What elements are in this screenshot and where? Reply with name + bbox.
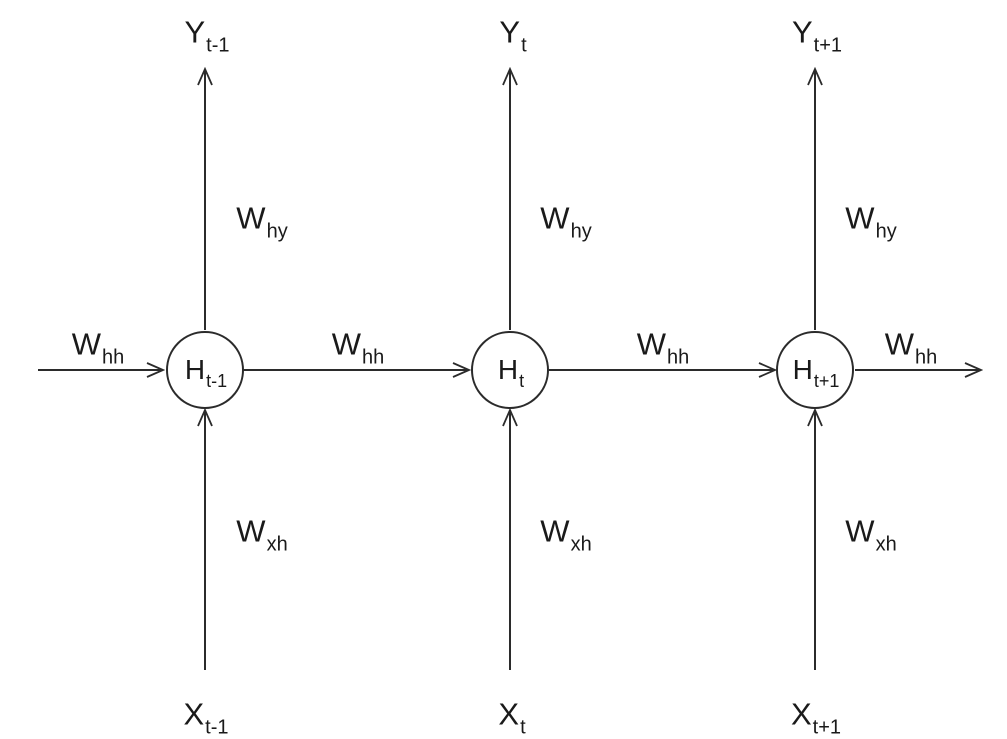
weight-hh-label-3-base: W [636,326,667,362]
weight-xh-label-3: Wxh [845,513,896,555]
weight-hh-label-3: Whh [636,326,690,368]
weight-xh-label-1-base: W [236,513,266,549]
input-label-2: Xt [498,696,525,738]
weight-hy-label-2-base: W [540,200,570,236]
output-label-1-sub: t-1 [206,34,230,57]
hidden-node-label-1-base: H [184,354,206,385]
weight-hh-label-2: Whh [331,326,385,368]
hidden-node-1 [166,331,244,409]
hidden-node-3 [776,331,854,409]
input-label-3: Xt+1 [790,696,841,738]
output-label-3: Yt+1 [791,14,842,56]
hidden-node-label-3-base: H [792,354,813,385]
input-label-2-base: X [498,696,520,732]
hidden-node-label-1: Ht-1 [184,354,227,391]
weight-xh-label-1-sub: xh [266,533,288,556]
weight-hy-label-1-base: W [236,200,266,236]
output-label-2: Yt [499,14,526,56]
output-label-3-sub: t+1 [813,34,843,57]
hidden-node-label-1-sub: t-1 [206,371,228,391]
hidden-node-label-2-base: H [497,354,519,385]
hidden-node-label-3-sub: t+1 [813,371,840,391]
output-label-1-base: Y [184,14,206,50]
hidden-node-label-2-sub: t [519,371,525,391]
weight-hh-label-1-sub: hh [102,346,125,369]
input-label-1-sub: t-1 [205,716,229,739]
weight-xh-label-2: Wxh [540,513,591,555]
weight-hh-label-3-sub: hh [667,346,690,369]
weight-hh-label-1: Whh [71,326,125,368]
input-label-3-base: X [790,696,812,732]
weight-hy-label-2: Why [540,200,591,242]
hidden-node-label-3: Ht+1 [792,354,840,391]
output-label-2-base: Y [499,14,521,50]
weight-xh-label-2-sub: xh [570,533,592,556]
weight-hh-label-4: Whh [884,326,938,368]
weight-hh-label-2-sub: hh [362,346,385,369]
weight-hh-label-1-base: W [71,326,102,362]
weight-hh-label-2-base: W [331,326,362,362]
input-label-1: Xt-1 [183,696,228,738]
output-label-3-base: Y [791,14,813,50]
weight-hy-label-3: Why [845,200,896,242]
output-label-2-sub: t [521,34,527,57]
input-label-2-sub: t [520,716,526,739]
weight-xh-label-2-base: W [540,513,570,549]
weight-hy-label-2-sub: hy [570,220,592,243]
weight-hy-label-3-sub: hy [875,220,897,243]
input-label-1-base: X [183,696,205,732]
weight-xh-label-1: Wxh [236,513,287,555]
weight-hh-label-4-base: W [884,326,915,362]
hidden-node-label-2: Ht [497,354,524,391]
weight-hy-label-3-base: W [845,200,875,236]
weight-hy-label-1: Why [236,200,287,242]
weight-hh-label-4-sub: hh [915,346,938,369]
output-label-1: Yt-1 [184,14,229,56]
weight-xh-label-3-sub: xh [875,533,897,556]
hidden-node-2 [471,331,549,409]
weight-hy-label-1-sub: hy [266,220,288,243]
input-label-3-sub: t+1 [812,716,842,739]
weight-xh-label-3-base: W [845,513,875,549]
